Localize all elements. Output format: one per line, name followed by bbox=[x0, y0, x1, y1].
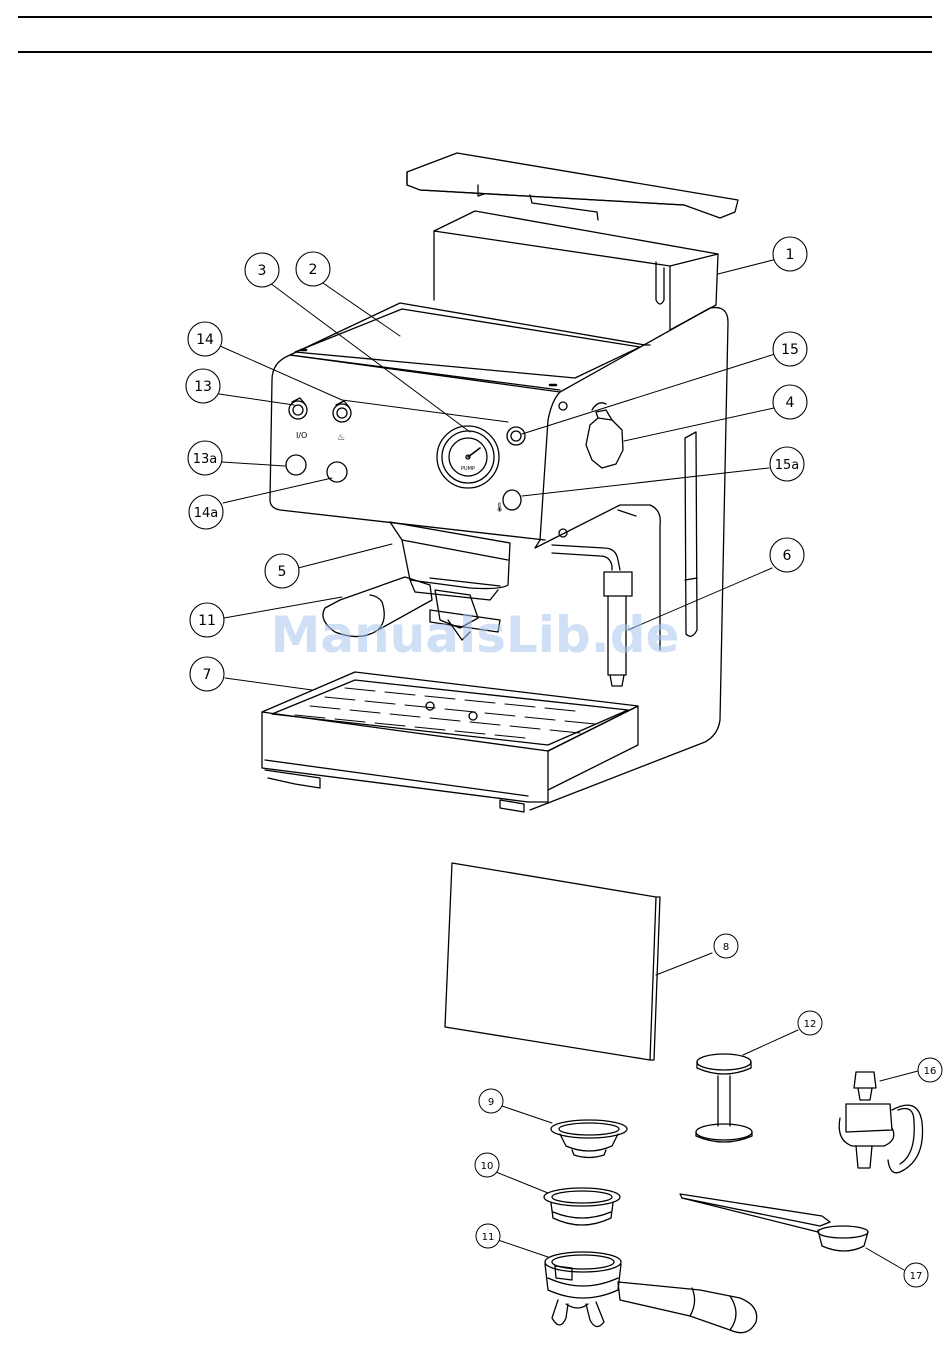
svg-text:6: 6 bbox=[783, 548, 792, 564]
temperature-symbol: 🌡 bbox=[494, 502, 505, 513]
callout-2: 2 bbox=[296, 252, 330, 286]
svg-text:15: 15 bbox=[781, 342, 799, 358]
svg-text:16: 16 bbox=[924, 1066, 937, 1077]
svg-text:17: 17 bbox=[910, 1271, 923, 1282]
small-callouts: 8 12 16 9 10 11 17 bbox=[475, 934, 942, 1287]
callout-17: 17 bbox=[904, 1263, 928, 1287]
double-filter-basket bbox=[544, 1188, 620, 1225]
svg-text:11: 11 bbox=[482, 1232, 495, 1243]
callout-12: 12 bbox=[798, 1011, 822, 1035]
callout-7: 7 bbox=[190, 657, 224, 691]
svg-text:8: 8 bbox=[723, 942, 729, 953]
callout-16: 16 bbox=[918, 1058, 942, 1082]
measuring-spoon bbox=[680, 1194, 868, 1251]
svg-text:10: 10 bbox=[481, 1161, 494, 1172]
drip-tray bbox=[262, 672, 638, 812]
callout-13a: 13a bbox=[188, 441, 222, 475]
machine-body bbox=[270, 303, 728, 810]
gauge-word: PUMP bbox=[461, 466, 475, 472]
callout-15a: 15a bbox=[770, 447, 804, 481]
frother bbox=[839, 1072, 922, 1173]
svg-text:2: 2 bbox=[309, 262, 318, 278]
svg-text:13: 13 bbox=[194, 379, 212, 395]
svg-text:9: 9 bbox=[488, 1097, 494, 1108]
svg-text:4: 4 bbox=[786, 395, 795, 411]
callout-11-accessory: 11 bbox=[476, 1224, 500, 1248]
callout-1: 1 bbox=[773, 237, 807, 271]
watermark: ManualsLib.de bbox=[271, 606, 680, 664]
portafilter-assembly bbox=[545, 1252, 757, 1333]
callout-10: 10 bbox=[475, 1153, 499, 1177]
svg-text:7: 7 bbox=[203, 667, 212, 683]
svg-text:15a: 15a bbox=[775, 458, 800, 473]
svg-text:11: 11 bbox=[198, 613, 216, 629]
callout-14: 14 bbox=[188, 322, 222, 356]
callout-14a: 14a bbox=[189, 495, 223, 529]
top-cover bbox=[407, 153, 738, 220]
svg-text:12: 12 bbox=[804, 1019, 817, 1030]
steam-symbol: ♨ bbox=[337, 433, 345, 443]
callout-15: 15 bbox=[773, 332, 807, 366]
single-filter-basket bbox=[551, 1120, 627, 1158]
svg-text:14a: 14a bbox=[194, 506, 219, 521]
callout-9: 9 bbox=[479, 1089, 503, 1113]
svg-text:5: 5 bbox=[278, 564, 287, 580]
callout-6: 6 bbox=[770, 538, 804, 572]
power-symbol: I/O bbox=[296, 431, 307, 440]
base-edge bbox=[265, 760, 528, 796]
callout-11: 11 bbox=[190, 603, 224, 637]
callout-8: 8 bbox=[714, 934, 738, 958]
callout-13: 13 bbox=[186, 369, 220, 403]
svg-text:1: 1 bbox=[786, 247, 795, 263]
svg-text:14: 14 bbox=[196, 332, 214, 348]
callout-4: 4 bbox=[773, 385, 807, 419]
callout-5: 5 bbox=[265, 554, 299, 588]
cup-plate bbox=[445, 863, 660, 1060]
svg-text:13a: 13a bbox=[193, 452, 218, 467]
callout-3: 3 bbox=[245, 253, 279, 287]
water-tank bbox=[434, 211, 718, 330]
leader-lines bbox=[219, 259, 918, 1270]
svg-text:3: 3 bbox=[258, 263, 267, 279]
tamper bbox=[696, 1054, 752, 1142]
